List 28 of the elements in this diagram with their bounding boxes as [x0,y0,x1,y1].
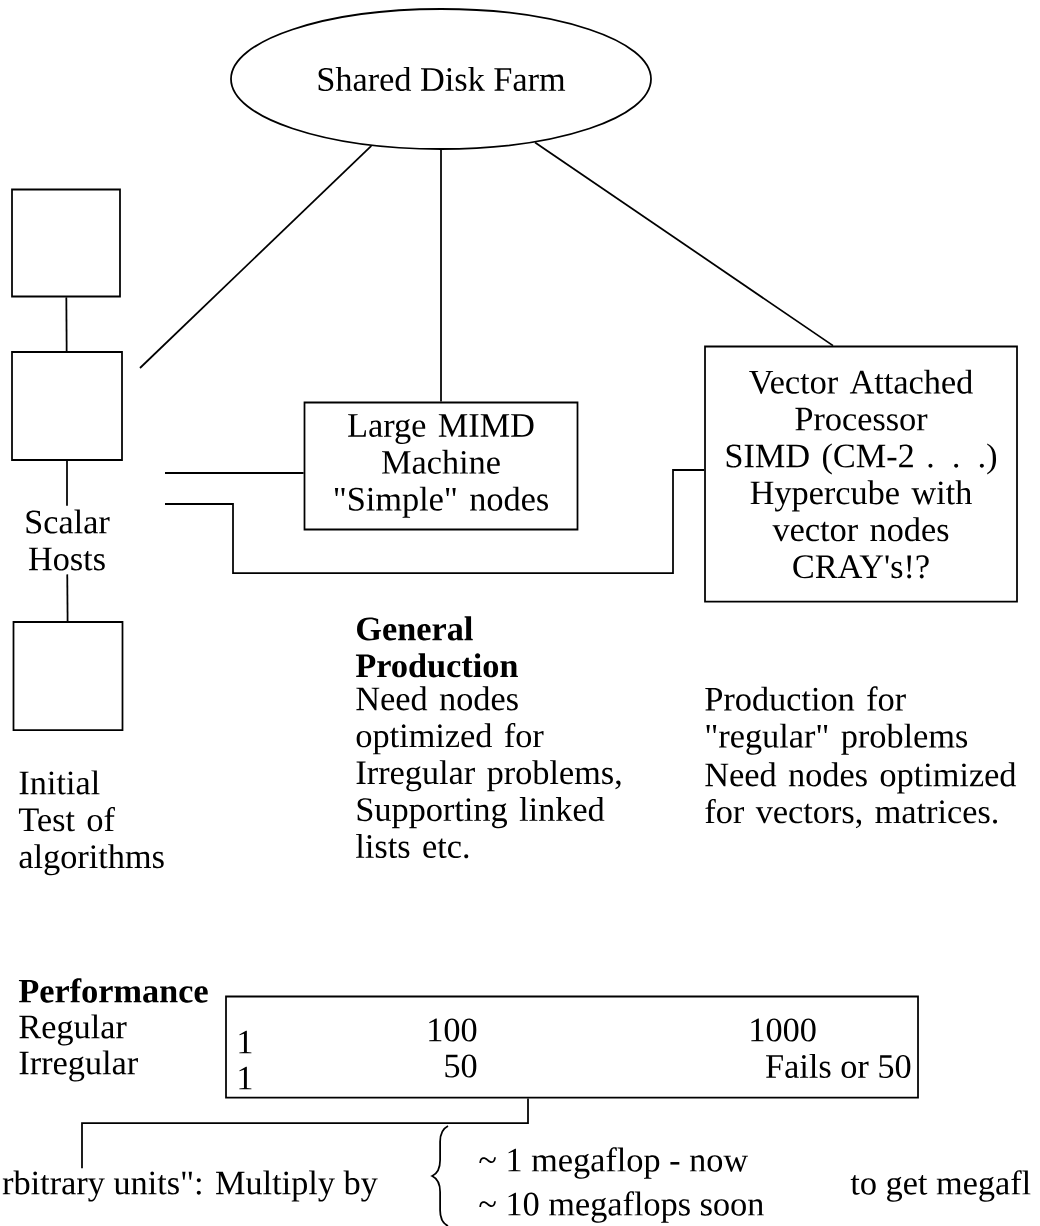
body-text: Production for "regular" problems [705,686,968,755]
note-text: rbitrary units": Multiply by [2,1170,378,1202]
connector-line [164,469,705,574]
heading-text: General Production [355,616,518,678]
host-box [11,188,121,298]
connector-line [81,1097,529,1170]
connector-line [440,149,442,403]
connector-line [65,296,68,352]
note-text: ~ 1 megaflop - now [479,1147,748,1179]
heading-text: Performance [18,978,208,1003]
host-box [12,621,124,731]
machine-box: Vector Attached Processor SIMD (CM-2 . . .) Hypercube with vector nodes CRAY's!? [704,345,1018,603]
machine-box: Large MIMD Machine "Simple" nodes [303,401,579,531]
connector-line [139,145,373,369]
connector-line [66,573,69,622]
caption-text: Initial Test of algorithms [18,770,164,876]
row-label: Irregular [19,1050,138,1082]
performance-table: 1 100 1000 1 50 Fails or 50 [225,995,919,1099]
host-label: Scalar Hosts [26,509,110,571]
host-box [11,351,123,461]
connector-line [66,460,68,507]
note-text: ~ 10 megaflops soon [479,1191,764,1223]
body-text: Need nodes optimized for vectors, matrices. [705,762,1017,829]
row-label: Regular [19,1014,127,1046]
note-text: to get megafl [850,1170,1031,1202]
body-text: Need nodes optimized for Irregular problems, Supporting linked lists etc. [356,686,621,859]
connector-line [164,472,305,474]
connector-line [534,141,834,347]
